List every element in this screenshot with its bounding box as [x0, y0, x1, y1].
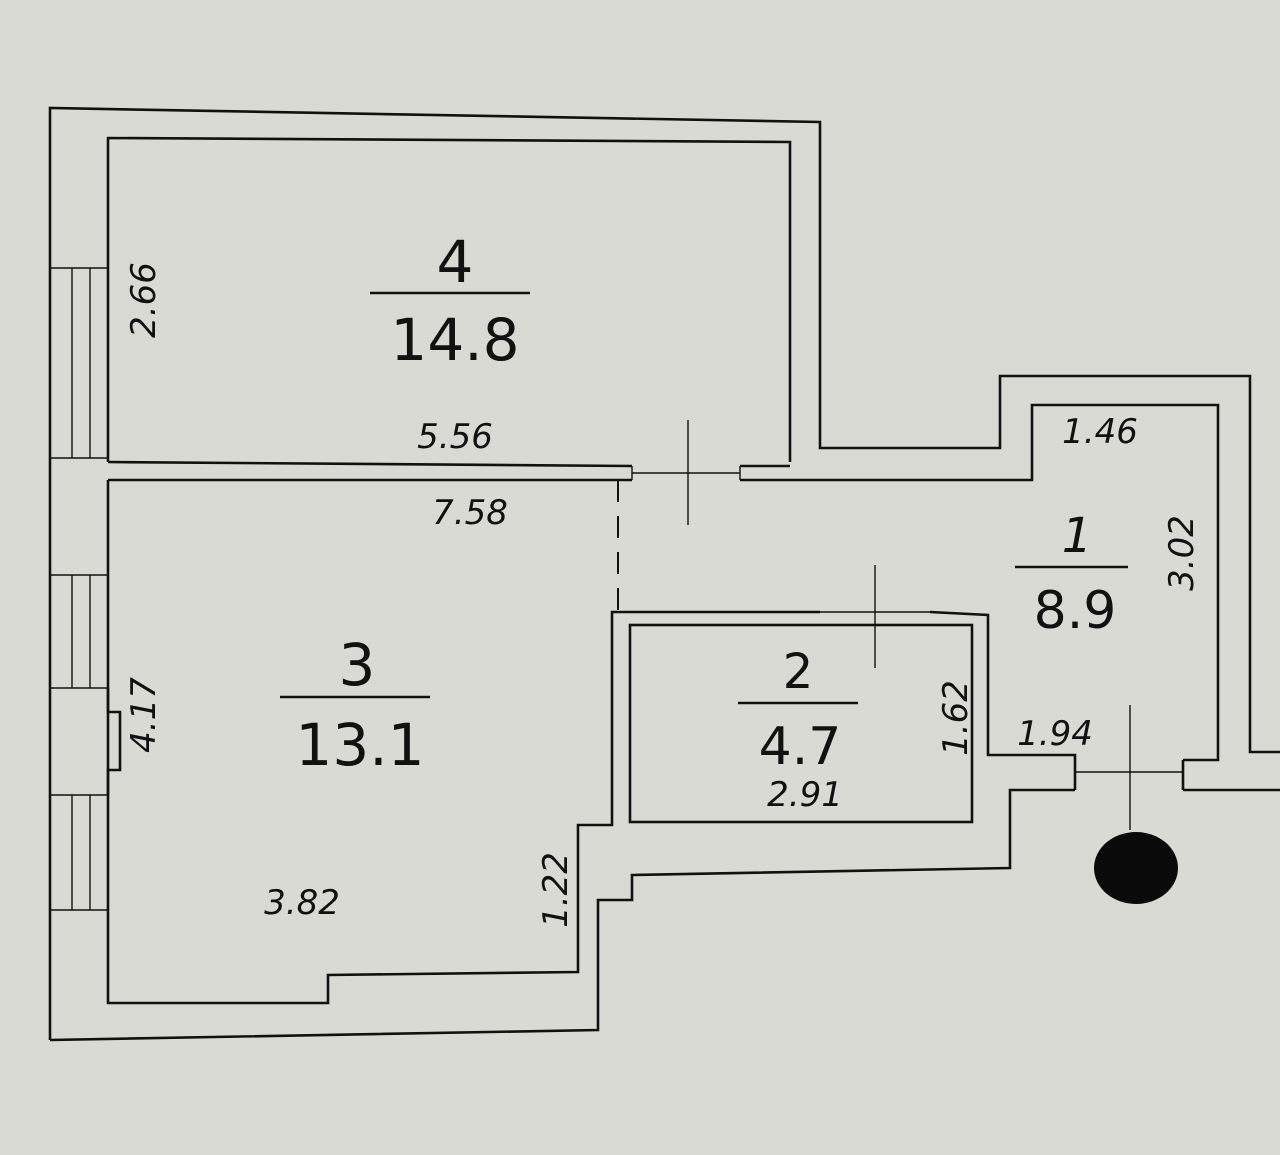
dim-room4-width: 5.56 [417, 417, 493, 457]
room-2-area: 4.7 [759, 717, 842, 777]
partition-wall [107, 460, 633, 468]
corridor-wall [929, 610, 1077, 790]
room-2-number: 2 [783, 644, 814, 700]
room-1-number: 1 [1062, 508, 1093, 564]
room-3-number: 3 [339, 631, 376, 699]
dim-room3-top: 7.58 [432, 493, 508, 533]
marker-dot [1094, 832, 1178, 904]
windows [50, 267, 122, 911]
room-4-number: 4 [437, 228, 474, 296]
room-3-walls [106, 480, 820, 1005]
room-1-area: 8.9 [1034, 581, 1117, 641]
dim-room3-step: 1.22 [536, 852, 576, 928]
dim-room3-height: 4.17 [124, 677, 164, 753]
dim-room4-height: 2.66 [124, 262, 164, 338]
dim-room2-height: 1.62 [936, 680, 976, 756]
outer-wall-top [48, 106, 1280, 1040]
dim-room1-top: 1.46 [1062, 412, 1138, 452]
dim-room1-bottom: 1.94 [1017, 714, 1093, 754]
room-2-walls [628, 623, 974, 824]
room-1-walls [740, 403, 1220, 762]
room-4-walls [106, 136, 792, 462]
dim-room1-height: 3.02 [1162, 515, 1202, 591]
room-3-area: 13.1 [295, 711, 424, 779]
dim-room2-width: 2.91 [767, 775, 843, 815]
room-4-area: 14.8 [390, 306, 519, 374]
outer-wall [49, 788, 1075, 1042]
dim-room3-bottom: 3.82 [264, 883, 340, 923]
